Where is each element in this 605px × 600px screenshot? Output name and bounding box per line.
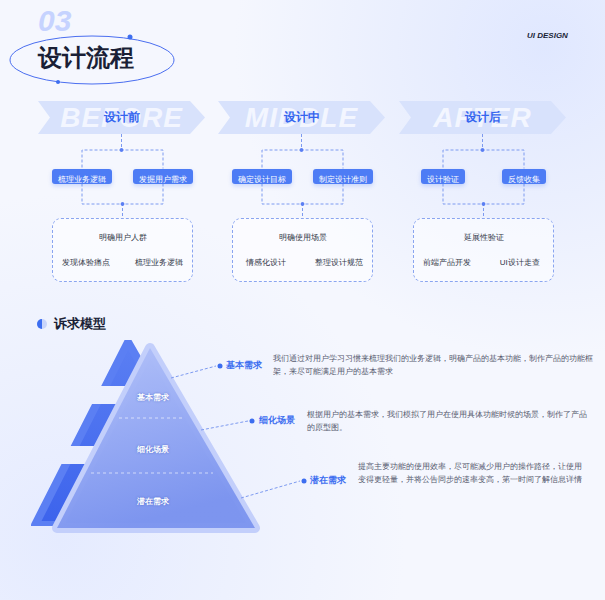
callout-heading: 潜在需求 — [310, 475, 346, 486]
callout-body: 根据用户的基本需求，我们模拟了用户在使用具体功能时候的场景，制作了产品的原型图。 — [307, 408, 592, 434]
junction-dot — [481, 148, 485, 152]
group-item: 发现体验痛点 — [62, 257, 110, 268]
group-box: 延展性验证前端产品开发 UI设计走查 — [413, 218, 554, 282]
pyramid-divider — [91, 473, 213, 474]
bracket-connector — [483, 134, 525, 169]
callout-heading: 基本需求 — [226, 360, 262, 371]
task-pill: 反馈收集 — [502, 169, 546, 184]
callout-body: 我们通过对用户学习习惯来梳理我们的业务逻辑，明确产品的基本功能，制作产品的功能框… — [273, 352, 595, 378]
leader-dots — [218, 364, 307, 484]
junction-dot — [121, 202, 125, 206]
orbit-star — [128, 35, 133, 40]
group-item: UI设计走查 — [500, 257, 540, 268]
bracket-connector — [484, 184, 525, 219]
pill-text: 设计验证 — [427, 175, 459, 184]
group-box: 明确使用场景情感化设计 整理设计规范 — [232, 218, 373, 282]
task-pill: 发掘用户需求 — [133, 169, 193, 184]
title-orbit — [10, 36, 174, 84]
layer-text: 基本需求 — [137, 393, 169, 402]
group-item: 整理设计规范 — [315, 257, 363, 268]
pill-text: 确定设计目标 — [238, 175, 286, 184]
phase-banner: 设计后AFTER — [399, 101, 566, 134]
layer-text: 细化场景 — [137, 445, 169, 454]
chevron — [218, 101, 385, 134]
pyramid — [57, 348, 255, 528]
junction-dot — [300, 148, 304, 152]
junction-dot — [300, 148, 304, 152]
task-pill: 制定设计准则 — [313, 169, 373, 184]
group-item: 梳理业务逻辑 — [135, 257, 183, 268]
junction-dot — [121, 202, 125, 206]
phase-banner: 设计前BEFORE — [38, 101, 205, 134]
bracket-connector — [262, 134, 302, 169]
phase-title: 设计前 — [38, 110, 205, 125]
bracket-connector — [123, 184, 164, 219]
task-pill: 确定设计目标 — [232, 169, 292, 184]
pill-text: 制定设计准则 — [319, 175, 367, 184]
bracket-connector — [302, 134, 344, 169]
junction-dot — [120, 148, 124, 152]
chevron — [38, 101, 205, 134]
phase-title: 设计后 — [399, 110, 566, 125]
orbit-star — [56, 80, 60, 84]
group-heading: 明确使用场景 — [233, 232, 372, 243]
bracket-connector — [262, 184, 303, 219]
pill-text: 发掘用户需求 — [139, 175, 187, 184]
task-pill: 设计验证 — [421, 169, 465, 184]
junction-dot — [301, 202, 305, 206]
section-heading: 诉求模型 — [54, 316, 106, 332]
chevron — [399, 101, 566, 134]
callout-body: 提高主要功能的使用效率，尽可能减少用户的操作路径，让使用变得更轻量，并将公告同步… — [358, 460, 586, 486]
junction-dot — [301, 202, 305, 206]
pyramid-divider — [119, 418, 184, 419]
pyramid-layer: 潜在需求 — [137, 490, 169, 508]
junction-dot — [482, 202, 486, 206]
bracket-connector — [443, 134, 483, 169]
junction-dot — [482, 202, 486, 206]
pyramid-fill — [57, 348, 255, 528]
bracket-connector — [82, 134, 122, 169]
group-heading: 明确用户人群 — [53, 232, 192, 243]
group-item: 情感化设计 — [246, 257, 286, 268]
group-box: 明确用户人群发现体验痛点 梳理业务逻辑 — [52, 218, 193, 282]
bracket-connector — [82, 184, 123, 219]
section-icon — [37, 319, 47, 329]
leader-lines — [171, 366, 300, 498]
group-item: 前端产品开发 — [423, 257, 471, 268]
bracket-connector — [303, 184, 344, 219]
layer-text: 潜在需求 — [137, 497, 169, 506]
title: 设计流程 — [38, 44, 134, 72]
pill-text: 反馈收集 — [508, 175, 540, 184]
pill-text: 梳理业务逻辑 — [58, 175, 106, 184]
section-number: 03 — [38, 6, 71, 36]
task-pill: 梳理业务逻辑 — [52, 169, 112, 184]
callout-heading: 细化场景 — [259, 415, 295, 426]
corner-tag: UI DESIGN — [527, 31, 568, 41]
phase-banner: 设计中MIDDLE — [218, 101, 385, 134]
bracket-connector — [122, 134, 164, 169]
group-heading: 延展性验证 — [414, 232, 553, 243]
pyramid-layer: 细化场景 — [137, 438, 169, 456]
pyramid-layer: 基本需求 — [137, 386, 169, 404]
bracket-connector — [443, 184, 484, 219]
junction-dot — [120, 148, 124, 152]
phase-title: 设计中 — [218, 110, 385, 125]
junction-dot — [481, 148, 485, 152]
